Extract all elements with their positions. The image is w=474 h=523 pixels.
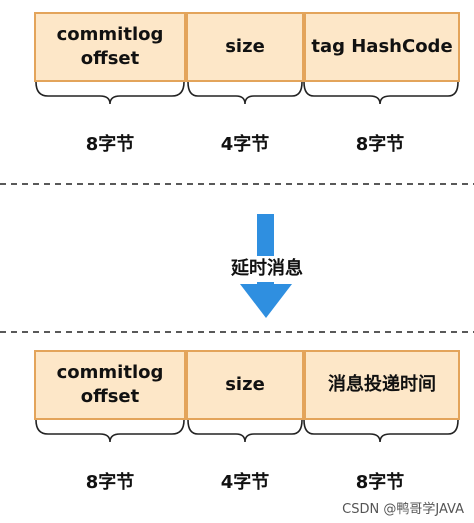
bottom-cell-commitlog-offset: commitlog offset (34, 350, 186, 420)
top-size-label-3: 8字节 (355, 134, 405, 155)
brace-bottom-1 (35, 419, 185, 443)
bottom-size-label-1: 8字节 (85, 472, 135, 493)
top-size-label-2: 4字节 (220, 134, 270, 155)
top-size-label-1: 8字节 (85, 134, 135, 155)
brace-top-1 (35, 81, 185, 105)
watermark: CSDN @鸭哥学JAVA (342, 502, 464, 517)
transition-label: 延时消息 (222, 256, 312, 282)
bottom-cell-label-1: commitlog offset (56, 362, 164, 407)
brace-top-2 (187, 81, 303, 105)
brace-bottom-3 (303, 419, 459, 443)
bottom-size-label-3: 8字节 (355, 472, 405, 493)
bottom-size-label-2: 4字节 (220, 472, 270, 493)
brace-top-3 (303, 81, 459, 105)
top-cell-commitlog-offset: commitlog offset (34, 12, 186, 82)
top-cell-size: size (186, 12, 304, 82)
bottom-cell-size: size (186, 350, 304, 420)
bottom-cell-delivery-time: 消息投递时间 (304, 350, 460, 420)
arrow-down-icon-head (240, 284, 292, 318)
top-cell-label-1: commitlog offset (56, 24, 164, 69)
bottom-cell-label-3: 消息投递时间 (328, 374, 436, 395)
brace-bottom-2 (187, 419, 303, 443)
bottom-cell-label-2: size (225, 374, 265, 395)
top-cell-label-2: size (225, 36, 265, 57)
top-cell-tag-hashcode: tag HashCode (304, 12, 460, 82)
top-cell-label-3: tag HashCode (311, 36, 453, 57)
